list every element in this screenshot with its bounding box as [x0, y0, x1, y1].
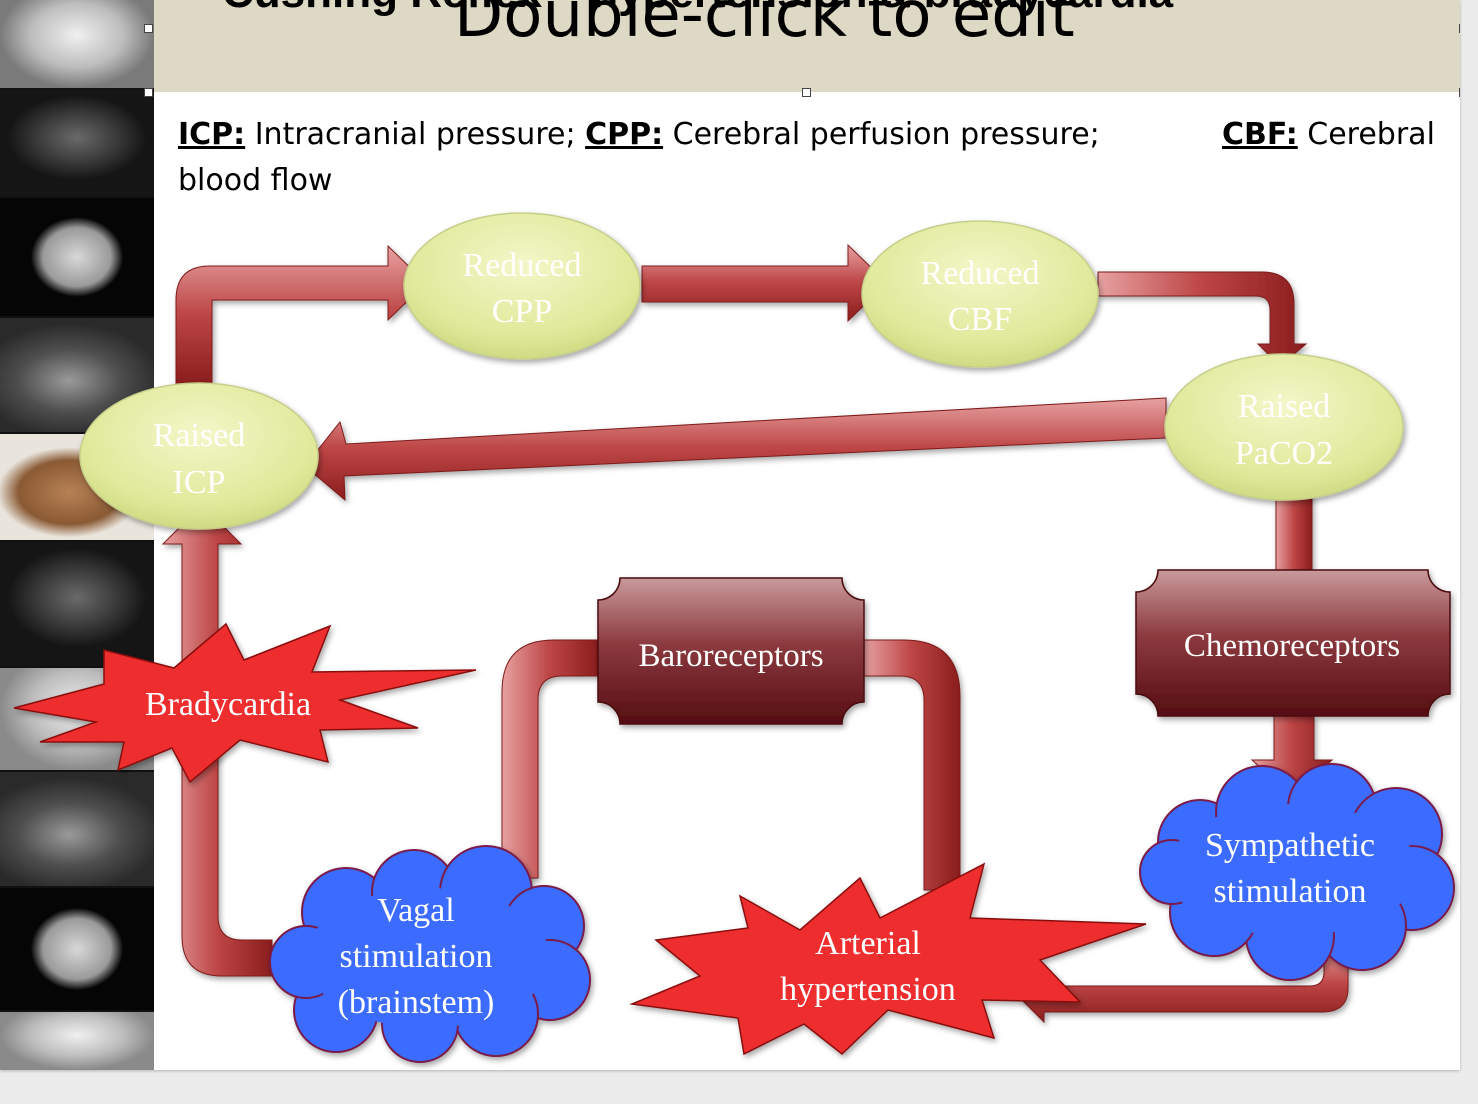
thumbnail-strip [0, 0, 154, 1070]
legend-cbf-abbr: CBF: [1222, 117, 1298, 152]
title-bar[interactable]: Cushing Reflex – hypertension & bradycar… [154, 0, 1460, 92]
legend-cbf: CBF: Cerebral [1222, 112, 1435, 158]
arrow-cpp-to-cbf [641, 243, 888, 323]
resize-handle[interactable] [802, 88, 811, 97]
resize-handle[interactable] [144, 88, 153, 97]
raised-icp-line2: ICP [173, 464, 226, 501]
vagal-line1: Vagal [377, 892, 454, 929]
legend-cbf-text-continued: blood flow [178, 163, 333, 198]
thumbnail[interactable] [0, 90, 154, 196]
thumbnail[interactable] [0, 542, 154, 666]
reduced-cpp-line2: CPP [492, 293, 553, 330]
arrow-icp-to-cpp [175, 244, 427, 385]
vagal-line2: stimulation [340, 938, 493, 975]
node-reduced-cpp: Reduced CPP [403, 212, 641, 360]
thumbnail[interactable] [0, 772, 154, 886]
slide-canvas: Cushing Reflex – hypertension & bradycar… [0, 0, 1460, 1070]
node-bradycardia: Bradycardia [13, 622, 477, 784]
cushing-reflex-diagram: Raised ICP Reduced CPP Reduced CBF Raise… [13, 212, 1455, 1063]
node-reduced-cbf: Reduced CBF [861, 220, 1099, 368]
thumbnail[interactable] [0, 1012, 154, 1070]
resize-handle[interactable] [144, 24, 153, 33]
arrow-paco2-to-icp [304, 397, 1167, 502]
legend-cpp-text: Cerebral perfusion pressure; [663, 117, 1100, 152]
thumbnail[interactable] [0, 888, 154, 1010]
arrow-paco2-to-chemoreceptors [1275, 493, 1313, 571]
reduced-cbf-line2: CBF [948, 301, 1012, 338]
arrow-cbf-to-paco2 [1097, 271, 1308, 367]
raised-paco2-line1: Raised [1238, 388, 1331, 425]
node-baroreceptors: Baroreceptors [597, 577, 865, 725]
node-vagal-stimulation: Vagal stimulation (brainstem) [269, 845, 591, 1063]
hypertension-line2: hypertension [780, 971, 956, 1008]
node-arterial-hypertension: Arterial hypertension [629, 862, 1147, 1056]
abbreviation-legend: ICP: Intracranial pressure; CPP: Cerebra… [178, 112, 1435, 204]
slide-title: Cushing Reflex – hypertension & bradycar… [222, 0, 1173, 18]
raised-icp-line1: Raised [153, 417, 246, 454]
resize-handle[interactable] [1459, 24, 1460, 33]
node-raised-paco2: Raised PaCO2 [1164, 353, 1404, 501]
raised-paco2-line2: PaCO2 [1235, 435, 1333, 472]
legend-icp-text: Intracranial pressure; [245, 117, 586, 152]
arrow-baroreceptors-to-vagal [501, 639, 599, 879]
sympathetic-line2: stimulation [1214, 873, 1367, 910]
reduced-cbf-line1: Reduced [921, 255, 1040, 292]
title-placeholder[interactable]: Double-click to edit [454, 0, 1075, 52]
reduced-cpp-line1: Reduced [463, 247, 582, 284]
chemoreceptors-label: Chemoreceptors [1184, 628, 1400, 664]
baroreceptors-label: Baroreceptors [638, 638, 823, 674]
legend-cpp-abbr: CPP: [585, 117, 664, 152]
node-sympathetic-stimulation: Sympathetic stimulation [1139, 763, 1455, 981]
bradycardia-label: Bradycardia [145, 686, 311, 723]
node-chemoreceptors: Chemoreceptors [1135, 569, 1451, 717]
legend-cbf-text: Cerebral [1297, 117, 1435, 152]
node-raised-icp: Raised ICP [79, 382, 319, 530]
legend-icp-abbr: ICP: [178, 117, 246, 152]
vagal-line3: (brainstem) [338, 984, 495, 1021]
arrow-hypertension-to-baroreceptors [863, 639, 961, 891]
resize-handle[interactable] [1459, 88, 1460, 97]
thumbnail[interactable] [0, 0, 154, 88]
sympathetic-line1: Sympathetic [1205, 827, 1375, 864]
hypertension-line1: Arterial [815, 925, 921, 962]
thumbnail[interactable] [0, 198, 154, 316]
